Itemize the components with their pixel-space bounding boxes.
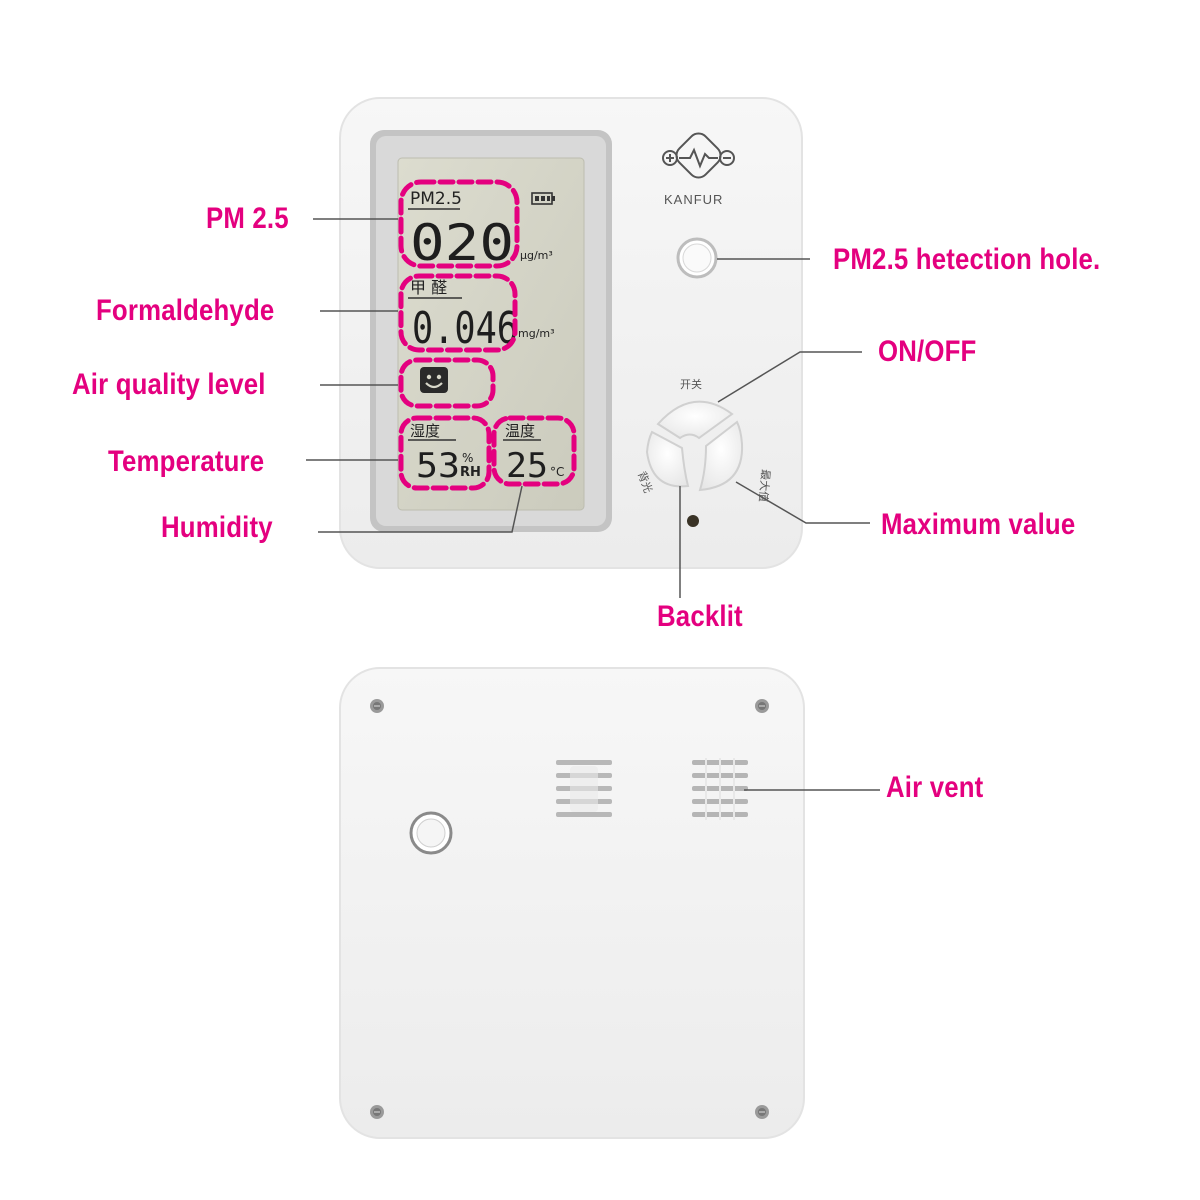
air-quality-highlight	[398, 357, 496, 409]
hcho-unit: mg/m³	[518, 327, 555, 340]
humidity-title: 湿度	[410, 422, 440, 440]
humidity-highlight	[398, 415, 492, 491]
pm25-title: PM2.5	[410, 189, 462, 209]
maximum-callout: Maximum value	[881, 508, 1076, 541]
hcho-highlight	[398, 273, 518, 353]
battery-icon	[531, 192, 555, 205]
on-off-callout: ON/OFF	[878, 335, 977, 368]
maximum-leader	[735, 481, 870, 524]
temperature-callout: Temperature	[108, 445, 265, 478]
device-back	[339, 667, 805, 1139]
hcho-value: 0.046	[412, 303, 518, 354]
humidity-value: 53	[416, 446, 460, 486]
screw-icon	[370, 1105, 384, 1119]
device-front: PM2.5 020 μg/m³ 甲 醛 0.046 mg/m³ 湿度 53 % …	[339, 97, 803, 569]
air-vent-left	[556, 760, 612, 817]
brand-name: KANFUR	[664, 192, 723, 207]
pm25-callout: PM 2.5	[206, 202, 289, 235]
maximum-button-label: 最大值	[756, 469, 773, 503]
humidity-callout: Humidity	[161, 511, 273, 544]
pm25-unit: μg/m³	[520, 249, 553, 262]
temp-title: 温度	[505, 422, 535, 440]
leader-lines	[306, 218, 880, 791]
highlight-boxes	[398, 179, 577, 491]
kanfur-logo-icon	[662, 132, 735, 179]
air-vent-callout: Air vent	[886, 771, 984, 804]
formaldehyde-callout: Formaldehyde	[96, 294, 275, 327]
air-quality-callout: Air quality level	[72, 368, 266, 401]
button-cluster	[645, 400, 744, 492]
humidity-leader	[318, 485, 523, 533]
backlight-button[interactable]	[645, 430, 690, 488]
pm25-hole-callout: PM2.5 hetection hole.	[833, 243, 1101, 276]
pm25-value: 020	[410, 214, 514, 272]
on-off-leader	[717, 351, 862, 403]
humidity-percent: %	[462, 451, 473, 465]
on-off-button-label: 开关	[680, 377, 702, 391]
humidity-rh: RH	[460, 465, 481, 480]
hcho-title: 甲 醛	[410, 278, 447, 297]
screw-icon	[755, 1105, 769, 1119]
maximum-button[interactable]	[698, 420, 744, 492]
smiley-icon	[420, 367, 448, 393]
screw-icon	[755, 699, 769, 713]
on-off-button[interactable]	[656, 400, 734, 440]
temp-unit: °C	[550, 465, 564, 479]
lcd-screen	[397, 157, 585, 511]
light-sensor	[687, 515, 699, 527]
screw-icon	[370, 699, 384, 713]
temp-value: 25	[506, 446, 548, 486]
backlit-callout: Backlit	[657, 600, 743, 633]
pm25-highlight	[398, 179, 520, 269]
temperature-highlight	[491, 415, 577, 487]
